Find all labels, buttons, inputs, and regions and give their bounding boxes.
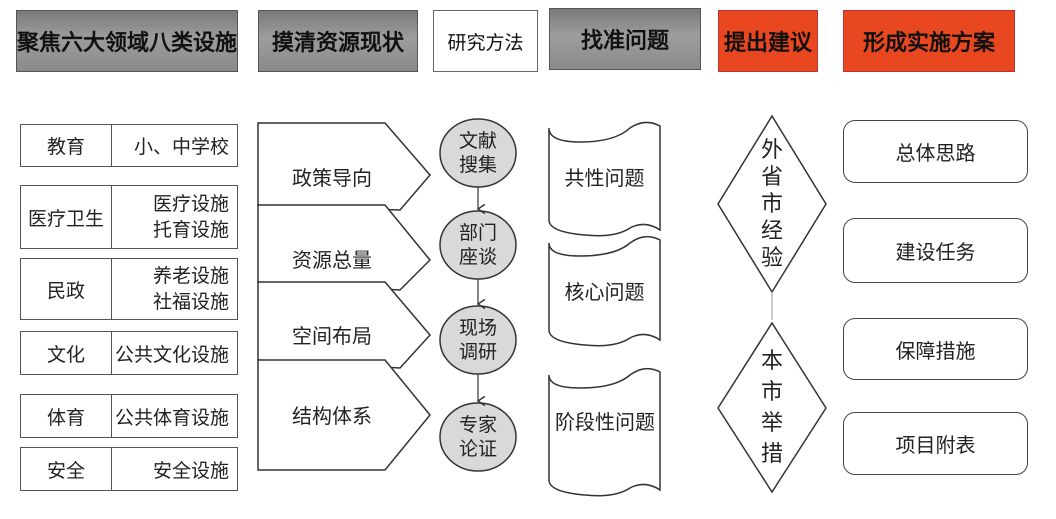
method-text: 部门 (458, 222, 497, 244)
plan-item: 建设任务 (843, 218, 1028, 283)
status-label: 资源总量 (292, 247, 372, 272)
suggestion-char: 举 (760, 411, 783, 436)
status-chevron (257, 359, 431, 471)
facility-item: 公共体育设施 (111, 394, 238, 438)
suggestion-char: 措 (760, 442, 783, 467)
status-chevron (257, 204, 432, 291)
status-chevron (257, 281, 431, 369)
facility-item: 安全设施 (111, 447, 238, 491)
facility-item: 公共文化设施 (111, 331, 238, 375)
facility-items: 医疗设施 托育设施 (111, 185, 238, 249)
problem-doc-shape (548, 235, 661, 347)
method-label: 文献搜集 (440, 125, 516, 181)
suggestion-char: 验 (760, 245, 783, 271)
facility-item: 社福设施 (152, 291, 229, 313)
method-label: 专家论证 (440, 409, 516, 465)
facility-item: 医疗设施 (152, 193, 229, 215)
facility-domain: 安全 (20, 447, 112, 491)
method-label: 部门座谈 (440, 217, 516, 273)
plan-item: 总体思路 (843, 120, 1028, 183)
problem-label: 共性问题 (564, 165, 645, 190)
facility-items: 养老设施 社福设施 (111, 258, 238, 320)
method-text: 论证 (458, 438, 497, 460)
facility-item: 养老设施 (152, 265, 229, 287)
method-text: 现场 (458, 317, 497, 339)
status-label: 结构体系 (292, 403, 372, 428)
header-status: 摸清资源现状 (258, 10, 418, 72)
facility-item: 小、中学校 (111, 124, 238, 167)
suggestion-label: 本市举措 (752, 344, 792, 472)
method-text: 文献 (458, 130, 497, 152)
method-text: 座谈 (458, 246, 497, 268)
suggestion-char: 省 (760, 164, 783, 190)
status-label: 政策导向 (292, 165, 372, 190)
facility-item: 托育设施 (152, 219, 229, 241)
suggestion-char: 外 (760, 137, 783, 163)
facility-domain: 医疗卫生 (20, 185, 112, 249)
method-text: 搜集 (458, 154, 497, 176)
method-text: 调研 (458, 341, 497, 363)
suggestion-char: 经 (760, 218, 783, 244)
facility-domain: 民政 (20, 258, 112, 320)
status-chevron (257, 122, 431, 211)
suggestion-char: 本 (760, 349, 783, 374)
plan-item: 项目附表 (843, 412, 1028, 475)
header-facilities: 聚焦六大领域八类设施 (16, 10, 238, 72)
suggestion-label: 外省市经验 (752, 124, 792, 284)
method-label: 现场调研 (440, 312, 516, 368)
problem-doc-shape (548, 367, 661, 497)
status-label: 空间布局 (292, 323, 372, 348)
header-plan: 形成实施方案 (843, 10, 1015, 72)
header-suggestions: 提出建议 (718, 10, 818, 72)
method-text: 专家 (458, 414, 497, 436)
facility-domain: 文化 (20, 331, 112, 375)
plan-item: 保障措施 (843, 318, 1028, 380)
header-problems: 找准问题 (549, 8, 701, 70)
facility-domain: 教育 (20, 124, 112, 167)
header-methods: 研究方法 (433, 10, 538, 72)
problem-label: 核心问题 (564, 279, 645, 304)
suggestion-char: 市 (760, 191, 783, 217)
problem-label: 阶段性问题 (555, 409, 655, 434)
facility-domain: 体育 (20, 394, 112, 438)
suggestion-char: 市 (760, 380, 783, 405)
problem-doc-shape (548, 121, 661, 237)
suggestion-diamond (717, 321, 827, 494)
